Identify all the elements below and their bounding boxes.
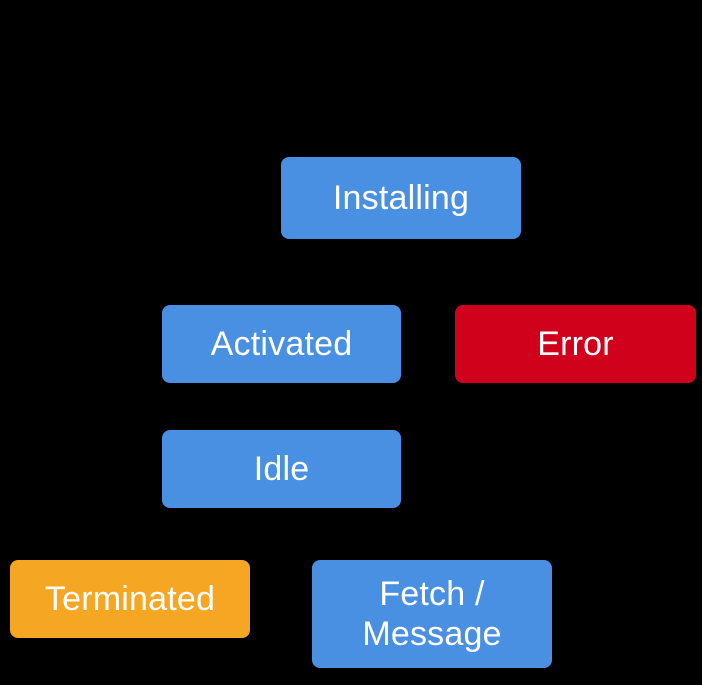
state-node-fetch-message-label: Fetch / Message: [362, 574, 502, 653]
state-node-fetch-message[interactable]: Fetch / Message: [312, 560, 552, 668]
state-node-activated[interactable]: Activated: [162, 305, 401, 383]
state-node-terminated-label: Terminated: [44, 579, 216, 618]
state-node-terminated[interactable]: Terminated: [10, 560, 250, 638]
state-node-error[interactable]: Error: [455, 305, 696, 383]
state-node-installing[interactable]: Installing: [281, 157, 521, 239]
state-node-idle[interactable]: Idle: [162, 430, 401, 508]
state-node-idle-label: Idle: [253, 449, 310, 488]
state-node-error-label: Error: [537, 324, 614, 363]
state-node-activated-label: Activated: [210, 324, 353, 363]
state-node-installing-label: Installing: [332, 178, 470, 217]
